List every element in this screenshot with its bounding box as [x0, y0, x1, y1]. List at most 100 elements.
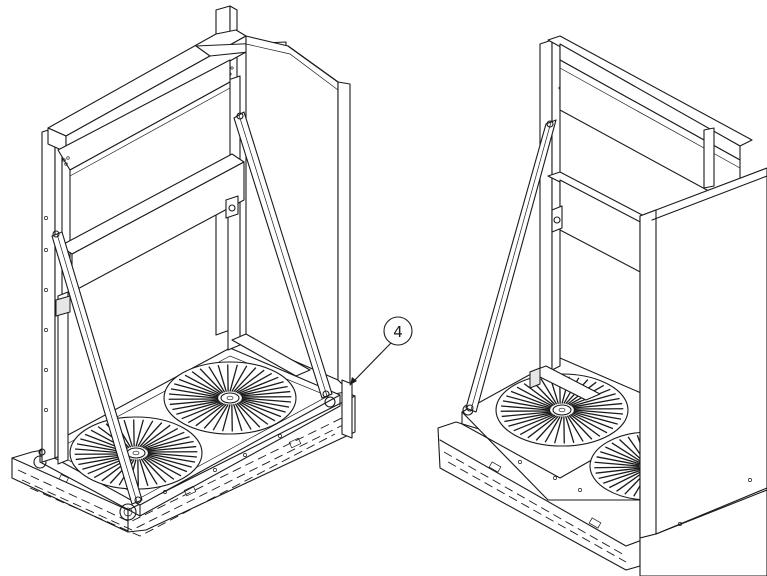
fan-blade [501, 406, 550, 410]
fan-blade [140, 459, 148, 486]
left-diagonal-brace-front [52, 231, 142, 504]
fan-blade [138, 421, 153, 447]
fan-blade [520, 415, 555, 434]
fan-blade [240, 382, 284, 394]
fan-blade [147, 441, 194, 450]
fan-blade [508, 414, 552, 426]
fan-blade [506, 396, 550, 408]
fan-blade [140, 423, 162, 447]
fan-blade [146, 457, 181, 476]
fan-blade [603, 470, 641, 483]
fan-blade [612, 443, 642, 462]
fan-blade [148, 454, 195, 462]
fan-blade [136, 420, 143, 447]
fan-blade [241, 392, 290, 396]
fan-blade [241, 386, 288, 395]
fan-blade [528, 416, 557, 438]
fan-blade [511, 391, 551, 407]
fan-blade [235, 370, 264, 392]
fan-blade [524, 384, 553, 406]
fan-blade [232, 366, 247, 392]
fan-blade [196, 404, 225, 426]
fan-blade [192, 372, 221, 394]
fan-blade [171, 389, 218, 397]
fan-blade [141, 459, 157, 485]
fan-blade [172, 401, 219, 410]
fan-blade [502, 412, 551, 416]
fan-blade [75, 449, 124, 453]
right-middle-beam [548, 172, 648, 276]
fan-blade [234, 368, 256, 392]
fan-blade [566, 416, 574, 443]
fan-blade [238, 377, 278, 393]
fan-blade [242, 398, 291, 402]
fan-blade [545, 416, 560, 442]
fan-blade [143, 428, 178, 447]
fan-blade [238, 403, 267, 425]
fan-blade [170, 400, 219, 404]
fan-blade [234, 404, 242, 431]
left-assembly-view [12, 6, 355, 536]
fan-blade [176, 402, 220, 414]
left-fan-rear [164, 362, 296, 434]
fan-blade [76, 455, 125, 459]
fan-blade [169, 394, 218, 398]
fan-blade [567, 416, 583, 442]
fan-blade [573, 398, 620, 407]
right-diagonal-brace [466, 120, 556, 412]
fan-blade [237, 373, 272, 392]
fan-blade [599, 469, 641, 478]
fan-blade [241, 400, 285, 412]
fan-blade [574, 411, 621, 419]
left-diagonal-brace-rear [234, 112, 332, 398]
fan-blade [609, 471, 643, 488]
left-inner-posts [39, 292, 310, 464]
fan-blade [620, 440, 644, 462]
fan-blade [185, 375, 220, 394]
right-front-side-panel [640, 168, 767, 576]
fan-blade [572, 394, 616, 406]
fan-blade [124, 420, 132, 447]
right-inner-bracket [530, 366, 600, 400]
fan-blade [569, 415, 592, 439]
fan-blade [182, 403, 222, 419]
fan-blade [218, 365, 226, 392]
fan-blade [147, 447, 196, 451]
fan-blade [200, 369, 223, 393]
fan-blade [230, 365, 237, 392]
fan-blade [573, 404, 622, 408]
callout-bubble [384, 317, 412, 345]
fan-blade [573, 412, 617, 424]
fan-blade [174, 384, 218, 396]
fan-blade [204, 404, 226, 428]
fan-blade [147, 456, 187, 472]
fan-blade [596, 468, 640, 473]
fan-blade [594, 467, 639, 468]
fan-blade [144, 432, 184, 448]
fan-blade [144, 458, 173, 480]
fan-blade [213, 404, 228, 430]
fan-blade [504, 413, 551, 422]
fan-blade [574, 410, 623, 414]
callout-number: 4 [393, 323, 403, 341]
fan-blade [514, 415, 554, 431]
fan-blade [148, 453, 197, 457]
fan-blade [241, 401, 281, 417]
fan-blade [541, 379, 557, 405]
right-assembly-view [438, 36, 767, 576]
fan-blade [179, 379, 219, 395]
fan-blade [605, 447, 640, 463]
fan-blade [237, 403, 260, 427]
fan-blade [143, 458, 166, 482]
fan-blade [240, 402, 275, 421]
fan-blade [503, 401, 550, 409]
fan-blade [597, 457, 640, 465]
right-back-panel [560, 60, 740, 208]
fan-blade [517, 387, 552, 406]
fan-blade [141, 425, 170, 447]
fan-blade [536, 416, 558, 440]
fan-blade [209, 367, 225, 393]
fan-blade [242, 399, 289, 407]
fan-blade [223, 404, 230, 431]
